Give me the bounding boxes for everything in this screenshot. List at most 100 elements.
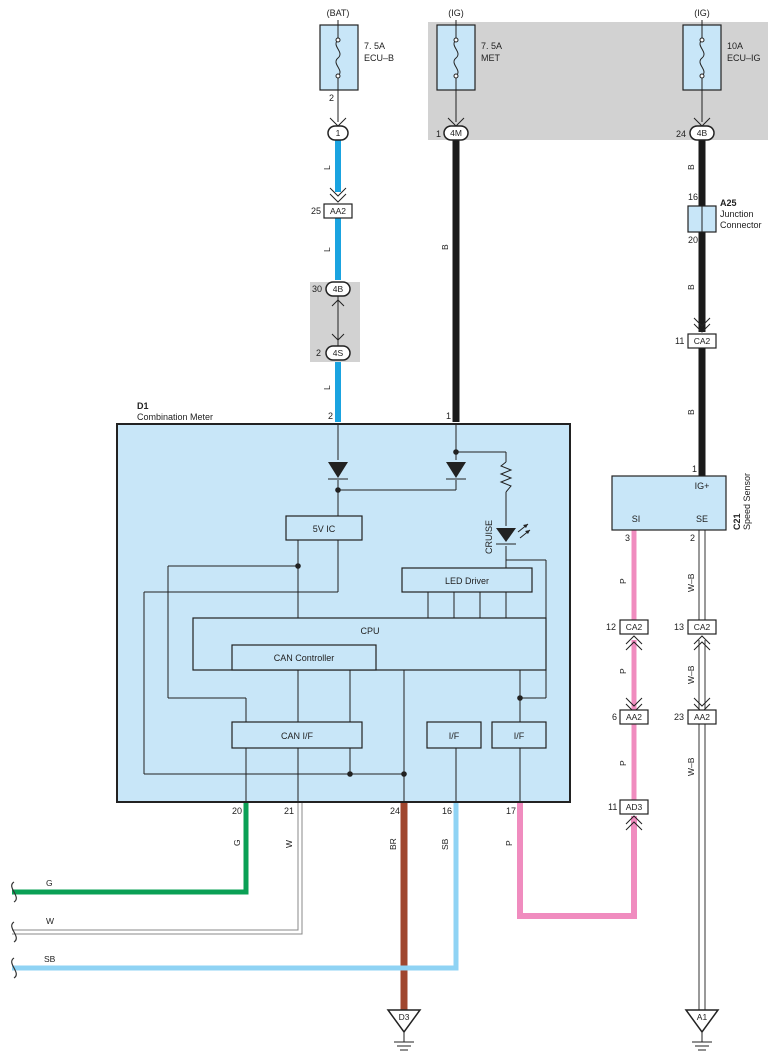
connector-ca2-a xyxy=(687,317,717,349)
ic-5v-label: 5V IC xyxy=(313,524,336,534)
connector-4b-mid-label: 4B xyxy=(333,284,344,294)
wire-label: P xyxy=(618,578,628,584)
connector-ca2-b xyxy=(619,619,649,651)
pin-label: 1 xyxy=(446,411,451,421)
connector-4m-label: 4M xyxy=(450,128,462,138)
can-if-box xyxy=(231,721,363,749)
speed-sensor-c21-box xyxy=(611,475,727,531)
wire-p-bottom xyxy=(517,802,637,919)
fuse-ecu-b xyxy=(319,20,359,91)
fuse-ecu-ig xyxy=(682,20,722,91)
junction-dots xyxy=(295,449,523,777)
if-box-1-label: I/F xyxy=(449,731,460,741)
wire-label: BR xyxy=(388,838,398,850)
wire-label: B xyxy=(686,284,696,290)
wire-label: W xyxy=(46,916,54,926)
wire-w xyxy=(12,802,303,935)
if-box-1 xyxy=(426,721,482,749)
connector-4s xyxy=(325,333,351,361)
speed-sensor-se: SE xyxy=(696,514,708,524)
fuse-ecu-ig-amp: 10A xyxy=(727,41,743,51)
fuse-met-name: MET xyxy=(481,53,501,63)
ground-a1-label: A1 xyxy=(697,1012,708,1022)
resistor xyxy=(499,461,513,493)
connector-ca2-b-label: CA2 xyxy=(626,622,643,632)
a25-line1: Junction xyxy=(720,209,754,219)
pin-label: 17 xyxy=(506,806,516,816)
a25-line2: Connector xyxy=(720,220,762,230)
connector-aa2-c xyxy=(687,697,717,725)
speed-sensor-name-v: Speed Sensor xyxy=(742,473,752,530)
wire-label: W xyxy=(284,840,294,848)
pin-label: 24 xyxy=(676,129,686,139)
connector-4b-top-label: 4B xyxy=(697,128,708,138)
wire-label: SB xyxy=(44,954,56,964)
if-box-2 xyxy=(491,721,547,749)
can-controller-label: CAN Controller xyxy=(274,653,335,663)
pin-label: 2 xyxy=(328,411,333,421)
pin-label: 23 xyxy=(674,712,684,722)
connector-aa2-b-label: AA2 xyxy=(626,712,642,722)
pin-label: 13 xyxy=(674,622,684,632)
wire-break-marks xyxy=(11,881,17,979)
pin-label: 1 xyxy=(436,129,441,139)
led-driver-box xyxy=(401,567,533,593)
pin-label: 20 xyxy=(688,235,698,245)
wire-label: P xyxy=(504,840,514,846)
wire-label: L xyxy=(322,247,332,252)
cpu-label: CPU xyxy=(360,626,379,636)
wire-label: B xyxy=(686,409,696,415)
connector-ad3-label: AD3 xyxy=(626,802,643,812)
a25-code: A25 xyxy=(720,198,737,208)
pin-label: 11 xyxy=(608,802,617,812)
if-box-2-label: I/F xyxy=(514,731,525,741)
pin-label: 11 xyxy=(675,336,684,346)
speed-sensor-ig-plus: IG+ xyxy=(695,481,710,491)
wire-label: B xyxy=(686,164,696,170)
meter-code: D1 xyxy=(137,401,149,411)
connector-ad3 xyxy=(619,799,649,831)
connector-aa2-a xyxy=(323,187,353,219)
connector-4b-top xyxy=(689,117,715,141)
connector-4m xyxy=(443,117,469,141)
pin-label: 21 xyxy=(284,806,294,816)
can-if-label: CAN I/F xyxy=(281,731,314,741)
wire-wb xyxy=(698,530,706,1010)
meter-name: Combination Meter xyxy=(137,412,213,422)
wire-label: L xyxy=(322,165,332,170)
connector-1-label: 1 xyxy=(336,128,341,138)
connector-ca2-a-label: CA2 xyxy=(694,336,711,346)
pin-label: 20 xyxy=(232,806,242,816)
source-ig2-label: (IG) xyxy=(694,8,710,18)
fuse-ecu-ig-name: ECU–IG xyxy=(727,53,761,63)
speed-sensor-si: SI xyxy=(632,514,641,524)
ground-a1 xyxy=(684,1009,720,1051)
ic-5v-box xyxy=(285,515,363,541)
source-ig1-label: (IG) xyxy=(448,8,464,18)
connector-1 xyxy=(327,117,349,141)
fuse-met-amp: 7. 5A xyxy=(481,41,502,51)
can-controller-box xyxy=(231,644,377,671)
pin-label: 1 xyxy=(692,464,697,474)
pin-label: 6 xyxy=(612,712,617,722)
wire-label: L xyxy=(322,385,332,390)
connector-4b-mid xyxy=(325,281,351,307)
wire-label: W–B xyxy=(686,665,696,684)
speed-sensor-c21-code-v: C21 xyxy=(732,513,742,530)
wire-g xyxy=(12,802,249,895)
pin-label: 3 xyxy=(625,533,630,543)
pin-label: 12 xyxy=(606,622,616,632)
connector-aa2-a-label: AA2 xyxy=(330,206,346,216)
pin-label: 16 xyxy=(442,806,452,816)
cruise-label: CRUISE xyxy=(484,520,494,554)
connector-aa2-c-label: AA2 xyxy=(694,712,710,722)
connector-ca2-c-label: CA2 xyxy=(694,622,711,632)
pin-label: 30 xyxy=(312,284,322,294)
pin-label: 2 xyxy=(329,93,334,103)
connector-4s-label: 4S xyxy=(333,348,344,358)
ground-d3 xyxy=(386,1009,422,1051)
wire-label: P xyxy=(618,760,628,766)
wire-label: B xyxy=(440,244,450,250)
wire-sb xyxy=(12,802,459,971)
